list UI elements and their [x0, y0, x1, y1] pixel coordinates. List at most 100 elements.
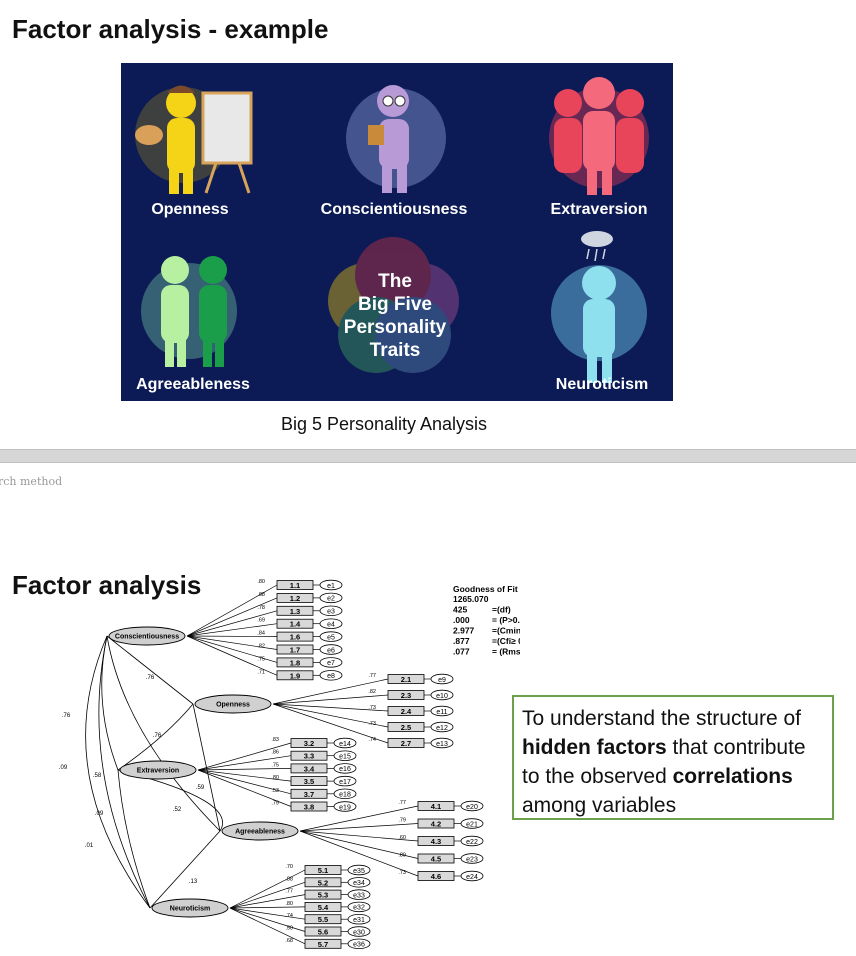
- indicator-box: [290, 776, 328, 787]
- correlation-value: .13: [189, 879, 198, 885]
- loading-value: .84: [257, 631, 265, 637]
- error-node: [430, 689, 454, 701]
- diagram-paths: [85, 584, 461, 945]
- callout-text: To understand the structure of: [522, 707, 801, 730]
- trait-conscientiousness: Conscientiousness: [320, 201, 468, 218]
- loading-value: .69: [257, 618, 265, 624]
- error-label: e6: [327, 647, 335, 654]
- group-figure-icon: [549, 77, 649, 195]
- indicator-box: [276, 670, 314, 681]
- big-five-heading: The Big Five Personality Traits: [333, 270, 457, 362]
- error-label: e20: [466, 804, 478, 811]
- factor-node: [221, 821, 299, 841]
- indicator-label: 4.5: [431, 855, 441, 864]
- error-label: e23: [466, 856, 478, 863]
- loading-path: [186, 623, 278, 637]
- error-node: [347, 864, 371, 876]
- indicator-label: 1.4: [290, 620, 301, 629]
- loading-path: [186, 597, 278, 637]
- loading-value: .86: [271, 750, 279, 756]
- error-label: e8: [327, 673, 335, 680]
- callout-bold-text: hidden factors: [522, 736, 667, 759]
- loading-path: [186, 584, 278, 637]
- partial-text: rch method: [0, 475, 63, 488]
- loading-path: [229, 907, 306, 945]
- error-label: e32: [353, 905, 365, 912]
- indicator-box: [276, 657, 314, 668]
- big-five-line: Personality: [343, 317, 447, 338]
- loading-path: [299, 805, 419, 832]
- error-label: e15: [339, 754, 351, 761]
- factor-label: Conscientiousness: [115, 634, 179, 641]
- loading-value: .82: [368, 689, 376, 695]
- indicator-box: [276, 644, 314, 655]
- loading-path: [197, 769, 292, 795]
- indicator-label: 1.3: [290, 607, 300, 616]
- error-node: [333, 737, 357, 749]
- error-node: [460, 853, 484, 864]
- indicator-label: 2.4: [401, 707, 412, 716]
- indicator-label: 5.7: [318, 940, 328, 949]
- correlation-value: .76: [146, 675, 155, 681]
- loading-path: [299, 823, 419, 832]
- fit-label: = (P>0. (05): [492, 615, 520, 625]
- loading-value: .60: [398, 835, 406, 841]
- indicator-label: 1.8: [290, 658, 300, 667]
- correlation-value: .76: [153, 733, 162, 739]
- loading-path: [229, 881, 306, 909]
- factor-node: [151, 898, 229, 918]
- big-five-line: The: [378, 271, 412, 292]
- error-label: e33: [353, 892, 365, 899]
- indicator-box: [276, 631, 314, 642]
- indicator-box: [304, 938, 342, 949]
- factor-node: [119, 760, 197, 780]
- loading-value: .73: [398, 870, 406, 876]
- factor-node: [108, 626, 186, 646]
- error-label: e3: [327, 609, 335, 616]
- error-node: [319, 657, 343, 668]
- indicator-label: 4.6: [431, 872, 441, 881]
- loading-value: .75: [271, 762, 279, 768]
- loading-value: .50: [285, 926, 293, 932]
- correlation-path: [106, 635, 194, 705]
- indicator-label: 3.5: [304, 777, 314, 786]
- correlation-value: .76: [62, 713, 71, 719]
- loading-path: [229, 894, 306, 909]
- loading-path: [229, 907, 306, 920]
- illustration-art: [135, 77, 649, 383]
- correlation-value: .58: [93, 773, 102, 779]
- correlation-value: .59: [196, 785, 205, 791]
- loading-value: .83: [271, 737, 279, 743]
- loading-value: .70: [285, 864, 293, 870]
- slide-title: Factor analysis: [12, 570, 202, 600]
- error-label: e14: [339, 741, 351, 748]
- loading-path: [229, 907, 306, 932]
- error-label: e2: [327, 596, 335, 603]
- trait-neuroticism: Neuroticism: [555, 376, 649, 393]
- indicator-label: 3.4: [304, 764, 315, 773]
- error-label: e7: [327, 660, 335, 667]
- loading-path: [299, 830, 419, 842]
- error-node: [319, 592, 343, 604]
- loading-path: [197, 769, 292, 807]
- loading-value: .88: [257, 592, 265, 598]
- indicator-box: [290, 763, 328, 774]
- factor-label: Extraversion: [137, 768, 179, 775]
- error-node: [347, 889, 371, 900]
- indicator-label: 1.6: [290, 633, 300, 642]
- indicator-box: [417, 853, 455, 864]
- loading-path: [299, 830, 419, 859]
- loading-value: .88: [285, 876, 293, 882]
- loading-path: [197, 768, 292, 771]
- loading-value: .74: [368, 737, 376, 743]
- indicator-label: 5.4: [318, 903, 329, 912]
- indicator-box: [387, 738, 425, 748]
- indicator-box: [276, 580, 314, 590]
- error-node: [319, 644, 343, 655]
- loading-path: [299, 830, 419, 877]
- indicator-box: [290, 750, 328, 761]
- indicator-label: 1.9: [290, 671, 300, 680]
- loading-path: [186, 635, 278, 676]
- loading-value: .79: [271, 801, 279, 807]
